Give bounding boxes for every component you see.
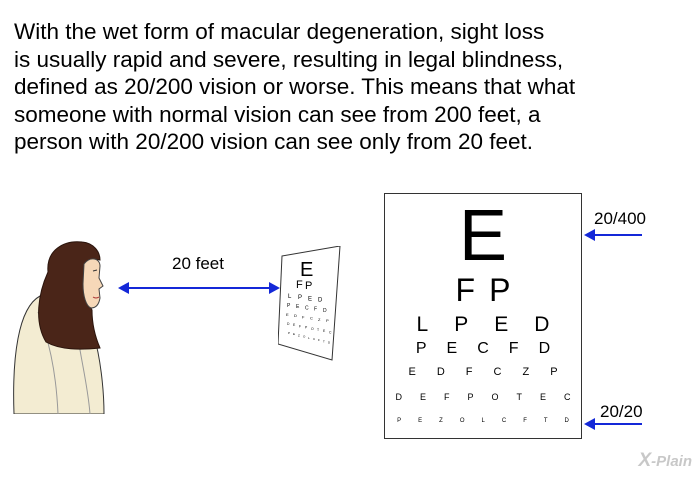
- eye-chart-letter: T: [543, 418, 548, 424]
- eye-chart-letter: P: [415, 340, 427, 357]
- small-chart-letter: C: [313, 337, 316, 341]
- eye-chart-letter: C: [477, 340, 489, 357]
- eye-chart-letter: P: [489, 272, 511, 308]
- eye-chart-letter: C: [501, 418, 507, 424]
- small-chart-letter: E: [296, 304, 300, 310]
- eye-chart-letter: Z: [522, 366, 530, 378]
- small-chart-letter: L: [288, 294, 292, 300]
- paragraph: With the wet form of macular degeneratio…: [14, 18, 690, 156]
- small-chart-letter: D: [318, 298, 323, 304]
- label-20-20: 20/20: [600, 402, 643, 421]
- small-chart-letter: F: [318, 338, 320, 342]
- small-chart-letter: P: [288, 331, 290, 335]
- eye-chart-letter: P: [550, 366, 558, 378]
- eye-chart-letter: E: [446, 340, 458, 357]
- eye-chart-letter: Z: [439, 418, 443, 424]
- small-chart-letter: C: [305, 305, 309, 311]
- small-chart-letter: P: [305, 280, 312, 292]
- small-chart-letter: P: [287, 303, 291, 309]
- eye-chart-letter: D: [534, 313, 550, 336]
- eye-chart-letter: E: [419, 392, 426, 402]
- eye-chart-row: E: [385, 200, 581, 272]
- small-chart-letter: P: [305, 326, 308, 330]
- eye-chart-letter: O: [459, 418, 465, 424]
- eye-chart-letter: E: [458, 196, 508, 276]
- small-chart-letter: E: [300, 259, 313, 281]
- eye-chart-letter: D: [538, 340, 551, 357]
- paragraph-line: is usually rapid and severe, resulting i…: [14, 46, 564, 72]
- eye-chart-letter: L: [481, 418, 485, 424]
- eye-chart-letter: F: [455, 272, 476, 308]
- small-chart-letter: P: [326, 318, 329, 323]
- paragraph-line: someone with normal vision can see from …: [14, 101, 541, 127]
- eye-chart-letter: O: [491, 392, 499, 402]
- eye-chart-letter: C: [564, 392, 571, 402]
- small-chart-letter: E: [293, 332, 295, 336]
- eye-chart-letter: E: [418, 418, 423, 424]
- eye-chart-letter: P: [454, 313, 469, 336]
- small-chart-letter: E: [293, 323, 296, 327]
- small-chart-letter: Z: [318, 317, 321, 322]
- paragraph-line: defined as 20/200 vision or worse. This …: [14, 74, 576, 99]
- small-chart-letter: F: [299, 324, 301, 328]
- paragraph-line: person with 20/200 vision can see only f…: [14, 129, 534, 154]
- eye-chart-letter: E: [408, 366, 416, 378]
- eye-chart-letter: C: [493, 366, 502, 378]
- eye-chart-letter: E: [540, 392, 547, 402]
- arrow-20-400: [584, 229, 642, 241]
- eye-chart-letter: F: [508, 340, 519, 357]
- small-chart-letter: O: [311, 327, 314, 331]
- eye-chart-letter: E: [494, 313, 509, 336]
- eye-chart-letter: F: [443, 392, 450, 402]
- eye-chart-letter: D: [436, 366, 445, 378]
- small-chart-letter: C: [329, 330, 332, 334]
- eye-chart-letter: T: [516, 392, 523, 402]
- eye-chart-letter: F: [523, 418, 527, 424]
- small-chart-letter: E: [308, 296, 312, 302]
- distance-label: 20 feet: [172, 254, 224, 273]
- small-chart-letter: T: [317, 328, 319, 332]
- small-chart-letter: D: [328, 341, 331, 345]
- small-chart-letter: D: [294, 313, 297, 318]
- small-chart-letter: D: [323, 308, 327, 314]
- arrow-20-20: [584, 418, 642, 430]
- small-chart-letter: O: [303, 335, 306, 339]
- small-chart-letter: F: [302, 314, 305, 319]
- woman-illustration: [13, 241, 105, 414]
- small-chart-letter: T: [323, 339, 325, 343]
- small-chart-letter: Z: [298, 333, 300, 337]
- eye-chart-letter: D: [564, 418, 569, 424]
- x-plain-logo: X-Plain: [638, 450, 692, 471]
- small-chart-letter: C: [310, 316, 313, 321]
- small-chart-letter: D: [287, 322, 290, 326]
- label-20-400: 20/400: [594, 209, 646, 228]
- eye-chart-letter: P: [397, 418, 402, 424]
- small-chart-letter: L: [308, 336, 310, 340]
- small-chart-letter: F: [314, 307, 317, 313]
- small-chart-letter: P: [298, 295, 302, 301]
- eye-chart-letter: D: [395, 392, 402, 402]
- small-chart-letter: E: [323, 329, 326, 333]
- distance-arrow: [118, 282, 280, 294]
- eye-chart-letter: F: [465, 366, 473, 378]
- paragraph-line: With the wet form of macular degeneratio…: [14, 19, 545, 44]
- eye-chart-letter: L: [416, 313, 429, 336]
- small-chart-letter: E: [286, 312, 289, 317]
- eye-chart-letter: P: [467, 392, 474, 402]
- small-chart-letter: F: [296, 279, 303, 291]
